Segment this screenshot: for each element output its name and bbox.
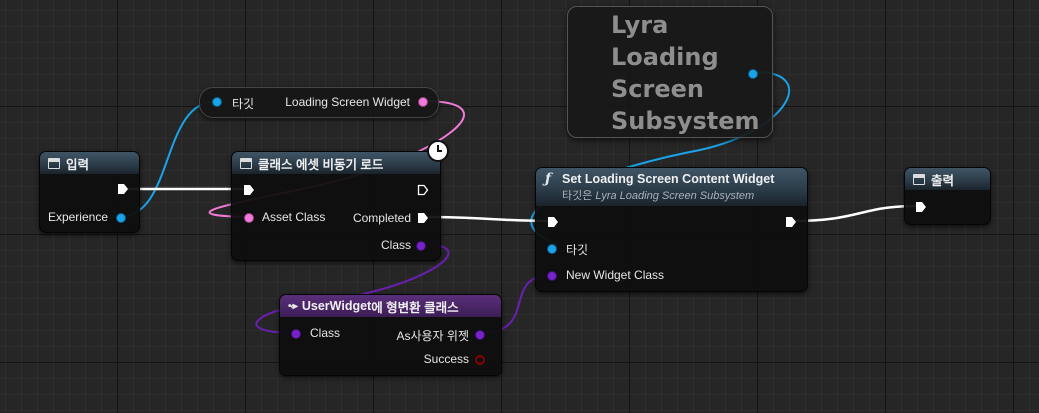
lyra-subsystem-output-pin[interactable] <box>748 69 758 79</box>
new-widget-class-label: New Widget Class <box>566 268 665 282</box>
experience-output-pin[interactable] <box>116 213 126 223</box>
set-widget-title: Set Loading Screen Content Widget <box>562 171 775 186</box>
set-loading-screen-content-widget-node[interactable]: ƒ Set Loading Screen Content Widget 타깃은 … <box>535 167 808 292</box>
loading-screen-widget-label: Loading Screen Widget <box>285 95 410 109</box>
async-load-exec-in-pin[interactable] <box>243 184 255 196</box>
set-widget-subtitle-prefix: 타깃은 <box>562 189 596 202</box>
clock-icon <box>427 140 449 162</box>
asset-class-input-pin[interactable] <box>244 213 254 223</box>
target-label: 타깃 <box>232 97 255 111</box>
set-widget-target-pin[interactable] <box>547 244 557 254</box>
async-load-exec-out-pin[interactable] <box>417 184 429 196</box>
class-output-label: Class <box>380 238 411 252</box>
output-exec-in-pin[interactable] <box>915 201 927 213</box>
experience-label: Experience <box>47 210 108 224</box>
macro-icon <box>48 157 60 169</box>
completed-label: Completed <box>352 211 411 225</box>
macro-icon <box>913 173 925 185</box>
wire-exec-completed-to-set <box>426 215 552 223</box>
async-load-title: 클래스 에셋 비동기 로드 <box>258 157 384 172</box>
cast-class-label: Class <box>310 326 341 340</box>
success-output-pin[interactable] <box>475 355 485 365</box>
cast-title-bold: UserWidget <box>301 299 372 313</box>
completed-exec-out-pin[interactable] <box>417 212 429 224</box>
output-node[interactable]: 출력 <box>904 167 991 225</box>
cast-class-input-pin[interactable] <box>291 329 301 339</box>
async-load-class-asset-node[interactable]: 클래스 에셋 비동기 로드 Asset Class Completed Clas… <box>231 151 441 261</box>
lyra-subsystem-label: Lyra Loading Screen Subsystem <box>611 11 760 135</box>
loading-screen-widget-output-pin[interactable] <box>418 97 428 107</box>
set-widget-subtitle-target: Lyra Loading Screen Subsystem <box>595 189 755 202</box>
success-label: Success <box>423 352 469 366</box>
input-node-title: 입력 <box>66 157 90 172</box>
loading-screen-widget-getter[interactable]: 타깃 Loading Screen Widget <box>199 87 439 118</box>
set-widget-exec-in-pin[interactable] <box>547 216 559 228</box>
async-load-header: 클래스 에셋 비동기 로드 <box>232 152 440 174</box>
input-exec-out-pin[interactable] <box>117 183 129 195</box>
cast-title-rest: 에 형변환 클래스 <box>371 300 459 315</box>
set-widget-target-label: 타깃 <box>566 243 589 257</box>
as-user-widget-label: As사용자 위젯 <box>396 329 469 343</box>
macro-icon <box>240 157 252 169</box>
cast-icon: •‹▸ <box>288 300 298 312</box>
output-node-title: 출력 <box>931 173 955 188</box>
set-widget-exec-out-pin[interactable] <box>785 216 797 228</box>
output-node-header: 출력 <box>905 168 990 190</box>
function-icon: ƒ <box>545 171 552 187</box>
asset-class-label: Asset Class <box>262 210 326 224</box>
class-output-pin[interactable] <box>416 241 426 251</box>
wire-exec-set-to-output <box>791 204 918 223</box>
set-widget-subtitle: 타깃은 Lyra Loading Screen Subsystem <box>562 187 754 203</box>
new-widget-class-pin[interactable] <box>547 271 557 281</box>
as-user-widget-output-pin[interactable] <box>475 330 485 340</box>
set-widget-header: ƒ Set Loading Screen Content Widget 타깃은 … <box>536 168 807 206</box>
input-node[interactable]: 입력 Experience <box>39 151 140 233</box>
target-input-pin[interactable] <box>212 97 222 107</box>
input-node-header: 입력 <box>40 152 139 174</box>
lyra-subsystem-node[interactable]: Lyra Loading Screen Subsystem <box>567 6 773 138</box>
